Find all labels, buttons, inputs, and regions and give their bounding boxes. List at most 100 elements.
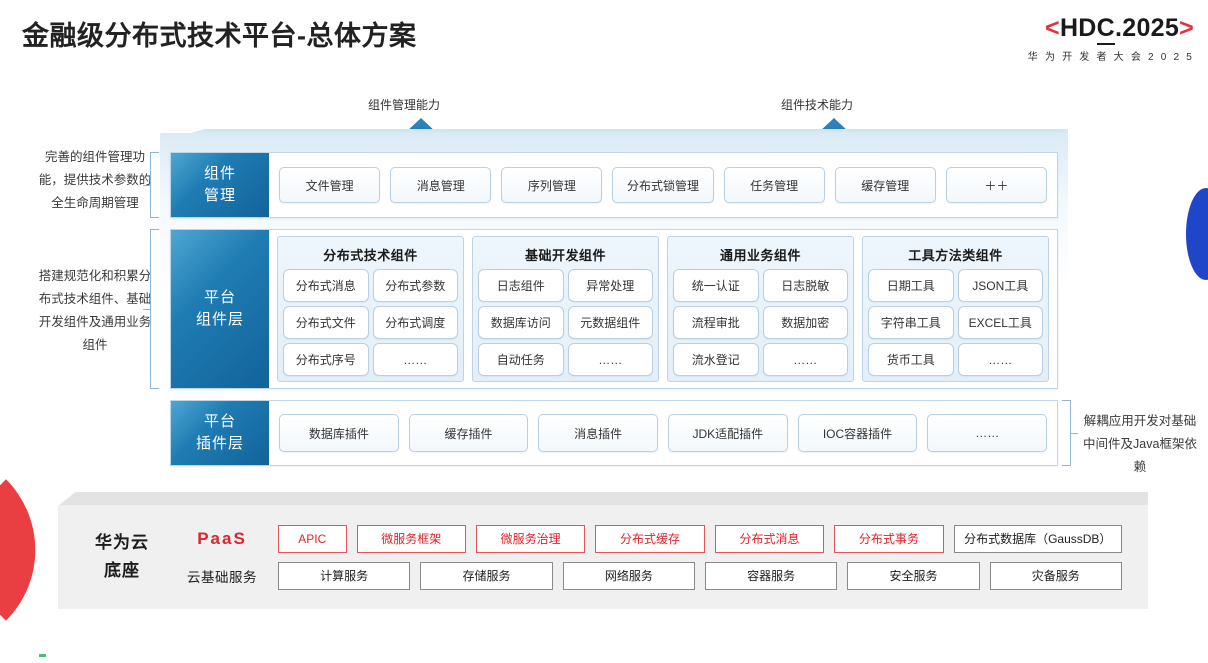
group-title-distributed-tech: 分布式技术组件 (323, 248, 418, 263)
pill-excel-tool[interactable]: EXCEL工具 (957, 306, 1043, 339)
group-items-basic-development: 日志组件 异常处理 数据库访问 元数据组件 自动任务 …… (478, 269, 653, 376)
base-label-line1: 华为云 (95, 532, 149, 552)
arrow-label-management: 组件管理能力 (368, 98, 441, 112)
group-general-business: 通用业务组件 统一认证 日志脱敏 流程审批 数据加密 流水登记 …… (667, 236, 854, 382)
arrow-label-technical: 组件技术能力 (781, 98, 854, 112)
group-title-basic-development: 基础开发组件 (524, 248, 606, 263)
group-basic-development: 基础开发组件 日志组件 异常处理 数据库访问 元数据组件 自动任务 …… (472, 236, 659, 382)
pill-sequence-management[interactable]: 序列管理 (501, 167, 603, 203)
pill-ioc-container-plugin[interactable]: IOC容器插件 (797, 414, 918, 452)
bbox-disaster-recovery-service[interactable]: 灾备服务 (989, 561, 1122, 590)
component-management-items: 文件管理 消息管理 序列管理 分布式锁管理 任务管理 缓存管理 ＋＋ (269, 153, 1057, 217)
layer-label-line1: 平台 (203, 413, 236, 431)
annotation-right: 解耦应用开发对基础中间件及Java框架依赖 (1083, 414, 1197, 475)
pill-distributed-parameter[interactable]: 分布式参数 (372, 269, 458, 302)
bbox-distributed-message[interactable]: 分布式消息 (714, 524, 825, 553)
bbox-distributed-transaction[interactable]: 分布式事务 (834, 524, 944, 553)
platform-component-groups: 分布式技术组件 分布式消息 分布式参数 分布式文件 分布式调度 分布式序号 ……… (269, 230, 1057, 388)
pill-distributed-lock-management[interactable]: 分布式锁管理 (612, 167, 714, 203)
pill-distributed-sequence[interactable]: 分布式序号 (283, 343, 369, 376)
pill-currency-tool[interactable]: 货币工具 (868, 343, 954, 376)
pill-file-management[interactable]: 文件管理 (279, 167, 381, 203)
group-distributed-tech: 分布式技术组件 分布式消息 分布式参数 分布式文件 分布式调度 分布式序号 …… (277, 236, 464, 382)
pill-exception-handling[interactable]: 异常处理 (567, 269, 653, 302)
pill-distributed-scheduling[interactable]: 分布式调度 (372, 306, 458, 339)
group-title-general-business: 通用业务组件 (719, 248, 801, 263)
pill-tool-more[interactable]: …… (957, 343, 1043, 376)
pill-log-component[interactable]: 日志组件 (478, 269, 564, 302)
bbox-microservice-framework[interactable]: 微服务框架 (356, 524, 466, 553)
layer-label-line1: 平台 (203, 289, 236, 307)
layer-row-platform-component: 平台 组件层 分布式技术组件 分布式消息 分布式参数 分布式文件 分布式调度 分… (170, 229, 1058, 389)
pill-cache-management[interactable]: 缓存管理 (834, 167, 936, 203)
paas-row: PaaS APIC 微服务框架 微服务治理 分布式缓存 分布式消息 分布式事务 … (176, 524, 1122, 553)
layer-label-line2: 插件层 (195, 435, 244, 452)
pill-distributed-file[interactable]: 分布式文件 (283, 306, 369, 339)
bbox-apic[interactable]: APIC (278, 524, 347, 553)
pill-automatic-task[interactable]: 自动任务 (478, 343, 564, 376)
pill-distributed-more[interactable]: …… (372, 343, 458, 376)
bracket-tick-left-top (143, 185, 150, 186)
pill-basic-more[interactable]: …… (567, 343, 653, 376)
pill-plugin-more[interactable]: …… (927, 414, 1048, 452)
bracket-left-bottom (150, 229, 159, 389)
hdc-text-c: .2025 (1115, 14, 1180, 42)
pill-json-tool[interactable]: JSON工具 (957, 269, 1043, 302)
pill-business-more[interactable]: …… (762, 343, 848, 376)
annotation-left-bottom: 搭建规范化和积累分布式技术组件、基础开发组件及通用业务组件 (38, 269, 152, 353)
group-items-tool-methods: 日期工具 JSON工具 字符串工具 EXCEL工具 货币工具 …… (868, 269, 1043, 376)
pill-database-access[interactable]: 数据库访问 (478, 306, 564, 339)
huawei-cloud-base: 华为云 底座 PaaS APIC 微服务框架 微服务治理 分布式缓存 分布式消息… (58, 505, 1148, 609)
group-items-general-business: 统一认证 日志脱敏 流程审批 数据加密 流水登记 …… (673, 269, 848, 376)
hdc-logo-subtitle: 华 为 开 发 者 大 会 2 0 2 5 (1027, 52, 1194, 63)
paas-tag: PaaS (197, 528, 247, 548)
bracket-tick-left-bottom (143, 309, 150, 310)
pill-add-more[interactable]: ＋＋ (945, 167, 1047, 203)
bracket-tick-right (1071, 433, 1078, 434)
pill-string-tool[interactable]: 字符串工具 (868, 306, 954, 339)
bbox-distributed-cache[interactable]: 分布式缓存 (595, 524, 705, 553)
bbox-container-service[interactable]: 容器服务 (704, 561, 838, 590)
base-label-line2: 底座 (104, 561, 140, 580)
bbox-network-service[interactable]: 网络服务 (562, 561, 695, 590)
group-title-tool-methods: 工具方法类组件 (908, 248, 1003, 263)
pill-transaction-registration[interactable]: 流水登记 (673, 343, 759, 376)
pill-log-desensitization[interactable]: 日志脱敏 (762, 269, 848, 302)
blue-lens-decoration (1186, 188, 1208, 280)
layer-label-platform-component: 平台 组件层 (171, 230, 269, 388)
layer-label-component-management: 组件 管理 (171, 153, 269, 217)
bracket-right (1062, 400, 1071, 466)
platform-plugin-items: 数据库插件 缓存插件 消息插件 JDK适配插件 IOC容器插件 …… (269, 401, 1057, 465)
pill-metadata-component[interactable]: 元数据组件 (567, 306, 653, 339)
pill-data-encryption[interactable]: 数据加密 (762, 306, 848, 339)
bracket-left-top (150, 152, 159, 218)
group-tool-methods: 工具方法类组件 日期工具 JSON工具 字符串工具 EXCEL工具 货币工具 …… (862, 236, 1049, 382)
hdc-text-b: C (1096, 14, 1116, 45)
layer-label-line2: 管理 (203, 187, 236, 204)
cloud-services-row: 云基础服务 计算服务 存储服务 网络服务 容器服务 安全服务 灾备服务 (176, 561, 1122, 590)
pill-cache-plugin[interactable]: 缓存插件 (408, 414, 529, 452)
pill-database-plugin[interactable]: 数据库插件 (279, 414, 399, 452)
pill-process-approval[interactable]: 流程审批 (673, 306, 759, 339)
bbox-distributed-database[interactable]: 分布式数据库（GaussDB） (953, 524, 1122, 553)
pill-unified-authentication[interactable]: 统一认证 (673, 269, 759, 302)
layer-label-line1: 组件 (203, 165, 236, 183)
pill-message-management[interactable]: 消息管理 (390, 167, 492, 203)
pill-distributed-message[interactable]: 分布式消息 (283, 269, 369, 302)
pill-jdk-adapter-plugin[interactable]: JDK适配插件 (668, 414, 788, 452)
group-items-distributed-tech: 分布式消息 分布式参数 分布式文件 分布式调度 分布式序号 …… (283, 269, 458, 376)
layer-label-line2: 组件层 (195, 311, 244, 328)
layer-row-component-management: 组件 管理 文件管理 消息管理 序列管理 分布式锁管理 任务管理 缓存管理 ＋＋ (170, 152, 1058, 218)
bbox-microservice-governance[interactable]: 微服务治理 (475, 524, 586, 553)
bracket-left-icon: < (1045, 14, 1060, 42)
pill-message-plugin[interactable]: 消息插件 (538, 414, 659, 452)
hdc-logo: <HDC.2025> 华 为 开 发 者 大 会 2 0 2 5 (1028, 14, 1194, 63)
bbox-storage-service[interactable]: 存储服务 (420, 561, 553, 590)
bbox-compute-service[interactable]: 计算服务 (278, 561, 411, 590)
hdc-logo-main: <HDC.2025> (1028, 14, 1194, 45)
pill-date-tool[interactable]: 日期工具 (868, 269, 954, 302)
base-top-bevel (58, 492, 1148, 506)
pill-task-management[interactable]: 任务管理 (723, 167, 825, 203)
page-title: 金融级分布式技术平台-总体方案 (22, 21, 417, 51)
bbox-security-service[interactable]: 安全服务 (847, 561, 980, 590)
